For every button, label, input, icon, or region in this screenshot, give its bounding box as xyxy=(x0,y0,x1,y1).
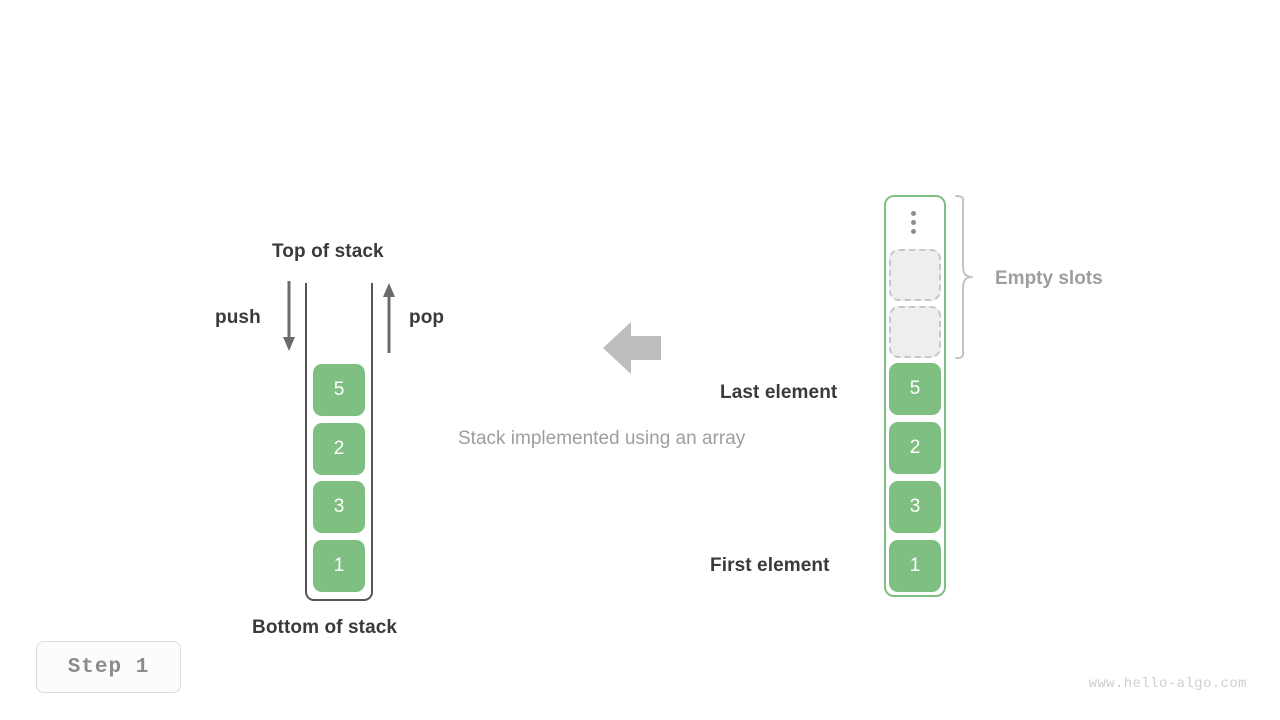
implemented-as-arrow-icon xyxy=(603,322,661,374)
stack-container xyxy=(305,283,373,601)
bottom-of-stack-label: Bottom of stack xyxy=(252,617,398,638)
center-caption: Stack implemented using an array xyxy=(458,428,746,449)
array-cell: 3 xyxy=(889,481,941,533)
stack-cell: 2 xyxy=(313,423,365,475)
top-of-stack-label: Top of stack xyxy=(272,241,384,262)
watermark: www.hello-algo.com xyxy=(1088,676,1247,692)
first-element-label: First element xyxy=(710,555,830,576)
empty-slot xyxy=(889,306,941,358)
empty-slots-label: Empty slots xyxy=(995,268,1103,289)
array-cell: 1 xyxy=(889,540,941,592)
empty-slots-brace-icon xyxy=(955,195,973,359)
last-element-label: Last element xyxy=(720,382,838,403)
array-cell: 2 xyxy=(889,422,941,474)
step-badge-label: Step 1 xyxy=(67,655,150,679)
stack-cell: 1 xyxy=(313,540,365,592)
vertical-ellipsis-icon xyxy=(910,211,918,237)
pop-arrow-icon xyxy=(383,283,395,353)
stack-cell: 5 xyxy=(313,364,365,416)
stack-cell: 3 xyxy=(313,481,365,533)
step-badge: Step 1 xyxy=(36,641,181,693)
push-label: push xyxy=(215,307,261,328)
pop-label: pop xyxy=(409,307,445,328)
array-cell: 5 xyxy=(889,363,941,415)
empty-slot xyxy=(889,249,941,301)
push-arrow-icon xyxy=(283,281,295,351)
